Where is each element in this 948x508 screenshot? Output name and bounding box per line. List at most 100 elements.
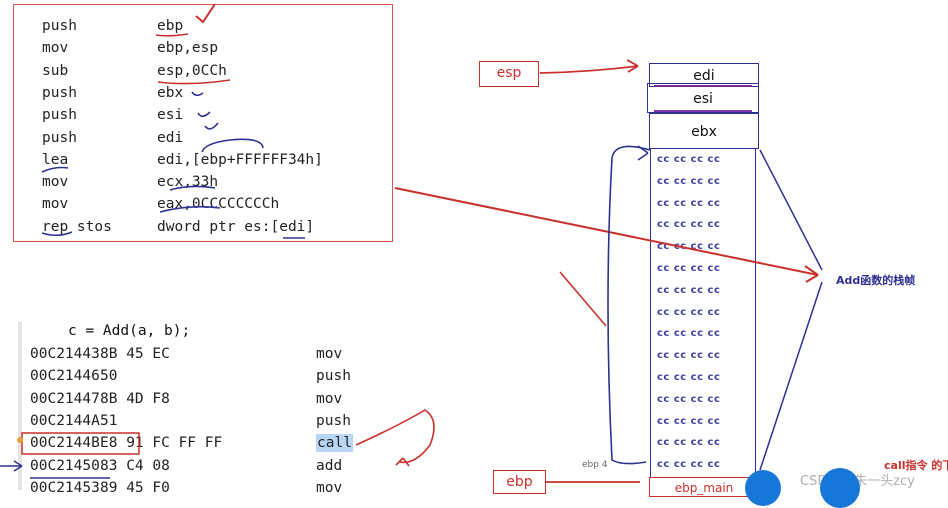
cc-row: cc cc cc cc [657,437,721,449]
asm-line: push ebp [42,17,183,35]
cc-row: cc cc cc cc [657,306,721,318]
disasm-row[interactable]: 00C214478B 4D F8 mov [30,390,342,408]
disasm-addr: 00C21446 [30,368,100,385]
asm-args: edi [157,129,184,146]
asm-opcode: mov [42,196,69,213]
asm-opcode: push [42,107,77,124]
underline-ebp [155,33,189,37]
disasm-bytes: E8 91 FC FF FF [100,435,223,452]
cc-row: cc cc cc cc [657,372,721,383]
arrow-esp [539,65,639,74]
asm-args: esi [157,107,184,124]
red-arrow-stack [559,271,607,327]
asm-opcode: push [42,18,77,34]
esp-label: esp [479,61,539,87]
cc-row: cc cc cc cc [657,241,721,253]
asm-line: push ebx [42,84,183,102]
disasm-mn: mov [316,390,343,407]
disasm-row[interactable]: 00C2144A51 push [30,412,351,430]
asm-args: ebp,esp [157,40,219,57]
asm-line: rep stos dword ptr es:[edi] [42,218,314,236]
cc-row: cc cc cc cc [657,415,721,427]
asm-line: push esi [42,106,183,124]
asm-opcode: mov [42,174,69,191]
blue-bracket-left [607,145,651,465]
tick-ebx [191,91,204,97]
asm-prologue-box: push ebp mov ebp,esp sub esp,0CCh push ebx push e… [13,4,393,242]
cc-row: cc cc cc cc [657,328,721,340]
disasm-bytes: 50 [100,368,118,385]
asm-opcode: push [42,84,77,101]
disasm-mn: mov [316,346,343,362]
cc-row: cc cc cc cc [657,219,721,231]
disasm-bytes: 51 [100,412,118,429]
disasm-addr: 00C2144B [30,435,100,452]
asm-args: edi,[ebp+FFFFFF34h] [157,151,323,168]
call-addr-highlight [21,432,140,455]
underline-esp [157,79,231,85]
asm-opcode: push [42,129,77,146]
asm-line: push edi [42,129,183,147]
disasm-addr: 00C21443 [30,346,100,362]
stack-slot-ebx-label: ebx [691,124,717,140]
blue-line-right-bottom [759,281,823,471]
cc-row: cc cc cc cc [657,154,721,165]
disasm-addr: 00C21447 [30,390,100,407]
disasm-bytes: 8B 4D F8 [100,390,170,407]
arrow-asm-to-frame [394,187,819,276]
annotation-overlay [0,3,823,483]
asm-args: eax,0CCCCCCCCh [157,196,280,213]
check-mark-ebp [195,3,216,24]
disasm-bytes: 83 C4 08 [100,457,170,474]
disasm-row[interactable]: 00C2145083 C4 08 add [30,457,342,475]
disasm-row[interactable]: 00C2144BE8 91 FC FF FF call [30,434,353,453]
asm-args: ebp [157,18,184,34]
disasm-row[interactable]: 00C2144650 push [30,367,351,385]
asm-opcode: lea [42,151,69,168]
add-frame-label: Add函数的栈帧 [836,274,916,287]
disasm-addr: 00C21450 [30,457,100,474]
cc-row: cc cc cc cc [657,459,721,471]
asm-opcode: rep stos [42,218,112,235]
asm-opcode: sub [42,62,69,79]
stack-slot-esi-label: esi [693,91,713,107]
tick-edi [204,122,219,130]
asm-line: sub esp,0CCh [42,62,227,80]
asm-args: esp,0CCh [157,62,227,79]
cc-row: cc cc cc cc [657,393,721,405]
cc-row: cc cc cc cc [657,175,721,187]
disasm-addr: 00C2144A [30,412,100,429]
underline-rep [41,231,73,237]
underline-ecx [169,185,216,191]
stack-slot-esi: esi [647,83,759,113]
disasm-gutter [18,322,22,490]
disasm-bytes: 8B 45 EC [100,346,170,362]
disasm-mn: call [316,434,353,453]
tick-esi [197,111,211,118]
cc-row: cc cc cc cc [657,284,721,296]
asm-line: mov eax,0CCCCCCCCh [42,195,279,213]
disasm-row[interactable]: 00C214438B 45 EC mov [30,345,342,363]
breakpoint-dot [17,437,23,443]
curve-edi [201,138,264,153]
disasm-mn: push [316,368,351,385]
disasm-source-line: c = Add(a, b); [68,323,191,339]
blue-line-right-top [759,149,823,271]
disasm-mn: push [316,412,351,429]
asm-opcode: mov [42,40,69,57]
asm-line: mov ebp,esp [42,39,218,57]
cc-row: cc cc cc cc [657,263,721,274]
cc-filled-frame: cc cc cc cc cc cc cc cc cc cc cc cc cc cc c… [650,148,756,478]
underline-eax [159,205,221,213]
stack-slot-edi-label: edi [693,68,715,84]
call-note-label: call指令 的下 [884,459,948,472]
disasm-mn: add [316,457,343,474]
asm-args: ebx [157,84,184,101]
red-curve-call [355,409,435,464]
asm-line: lea edi,[ebp+FFFFFF34h] [42,151,323,169]
ebp-small-label: ebp 4 [582,460,608,470]
cc-row: cc cc cc cc [657,197,721,209]
asm-args: dword ptr es:[edi] [157,218,315,235]
cc-row: cc cc cc cc [657,350,721,362]
underline-lea [41,166,69,173]
